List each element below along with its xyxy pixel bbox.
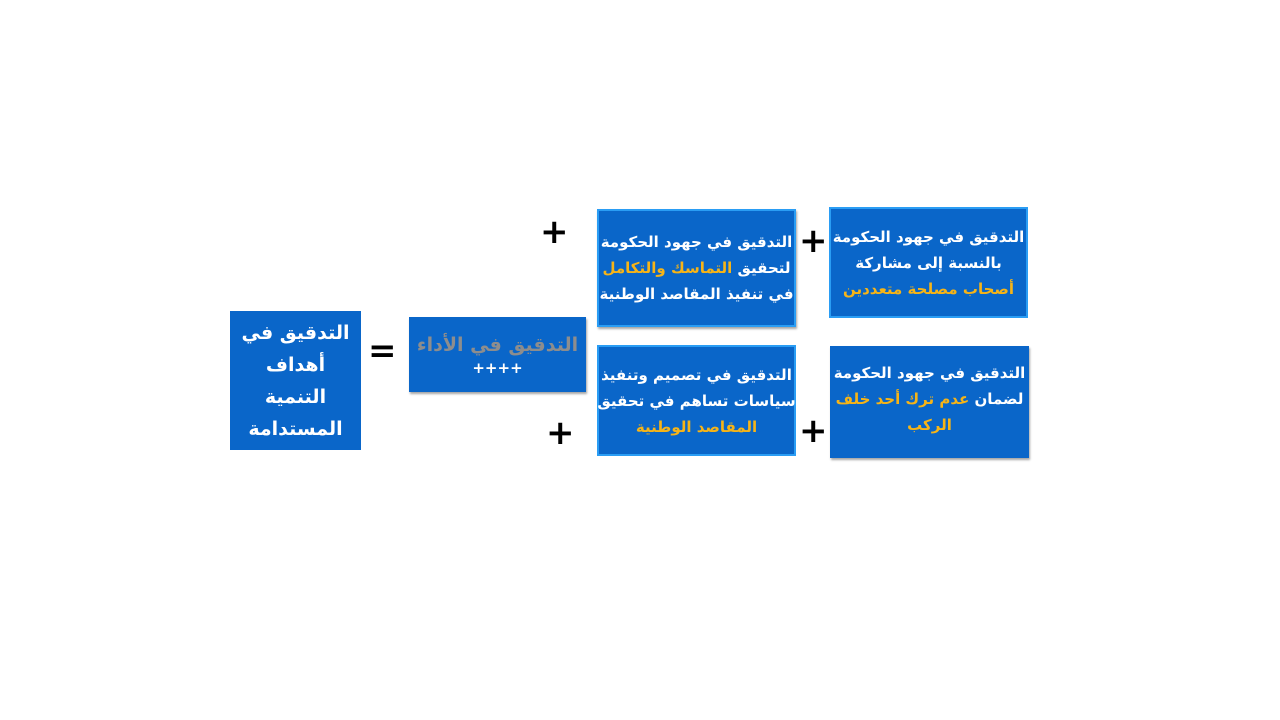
- leave-no-one-behind-label: التدقيق في جهود الحكومة لضمان عدم ترك أح…: [834, 360, 1026, 438]
- sdg-audit-line-4: المستدامة: [248, 417, 343, 440]
- policy-line-1: التدقيق في تصميم وتنفيذ: [601, 365, 792, 384]
- policy-design-label: التدقيق في تصميم وتنفيذ سياسات تساهم في …: [597, 362, 795, 440]
- stakeholder-highlight: أصحاب مصلحة متعددين: [842, 279, 1015, 298]
- policy-line-2: سياسات تساهم في تحقيق: [597, 391, 796, 410]
- leave-highlight-2: الركب: [907, 416, 952, 434]
- cohesion-line-2: لتحقيق التماسك والتكامل: [599, 255, 793, 281]
- policy-design-box: التدقيق في تصميم وتنفيذ سياسات تساهم في …: [597, 345, 796, 456]
- performance-audit-label: التدقيق في الأداء ++++: [417, 332, 578, 378]
- cohesion-line-3: في تنفيذ المقاصد الوطنية: [599, 285, 794, 303]
- equals-sign: =: [368, 331, 397, 371]
- performance-audit-title: التدقيق في الأداء: [416, 333, 579, 356]
- cohesion-integration-label: التدقيق في جهود الحكومة لتحقيق التماسك و…: [599, 229, 793, 307]
- policy-highlight: المقاصد الوطنية: [635, 417, 758, 436]
- cohesion-line-2-text: لتحقيق: [732, 259, 791, 277]
- cohesion-integration-box: التدقيق في جهود الحكومة لتحقيق التماسك و…: [597, 209, 796, 327]
- sdg-audit-label: التدقيق في أهداف التنمية المستدامة: [242, 317, 350, 445]
- leave-line-2: لضمان عدم ترك أحد خلف: [834, 386, 1026, 412]
- plus-sign-top-left: +: [540, 212, 569, 252]
- cohesion-highlight: التماسك والتكامل: [602, 259, 733, 277]
- cohesion-line-1: التدقيق في جهود الحكومة: [600, 233, 793, 251]
- leave-no-one-behind-box: التدقيق في جهود الحكومة لضمان عدم ترك أح…: [830, 346, 1029, 458]
- plus-sign-top-middle: +: [799, 221, 828, 261]
- leave-line-1: التدقيق في جهود الحكومة: [833, 364, 1026, 382]
- multi-stakeholder-label: التدقيق في جهود الحكومة بالنسبة إلى مشار…: [833, 224, 1025, 302]
- performance-audit-box: التدقيق في الأداء ++++: [409, 317, 586, 392]
- sdg-audit-line-1: التدقيق في: [241, 321, 350, 344]
- sdg-audit-box: التدقيق في أهداف التنمية المستدامة: [230, 311, 361, 450]
- performance-audit-subtitle: ++++: [472, 358, 523, 377]
- plus-sign-bottom-middle: +: [799, 411, 828, 451]
- sdg-audit-line-3: التنمية: [264, 385, 327, 408]
- stakeholder-line-2: بالنسبة إلى مشاركة: [855, 253, 1002, 272]
- sdg-audit-line-2: أهداف: [265, 353, 326, 376]
- stakeholder-line-1: التدقيق في جهود الحكومة: [832, 227, 1025, 246]
- leave-line-2-text: لضمان: [969, 390, 1024, 408]
- multi-stakeholder-box: التدقيق في جهود الحكومة بالنسبة إلى مشار…: [829, 207, 1028, 318]
- leave-highlight-1: عدم ترك أحد خلف: [835, 390, 970, 408]
- plus-sign-bottom-left: +: [546, 413, 575, 453]
